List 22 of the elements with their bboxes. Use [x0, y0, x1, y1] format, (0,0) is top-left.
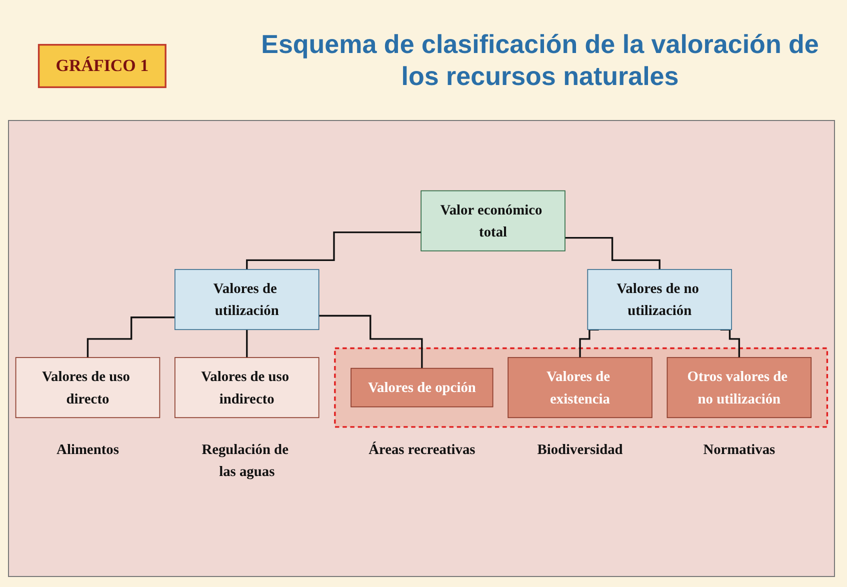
- node-box: [15, 357, 160, 418]
- panel-background: Valor económico total Valores de utilización Valores de no utilización Valores de uso directo Valores de uso indirecto Valores de opción Valores de existencia Otros valores de no utilización Alimentos Regulación de las aguas Áreas recreativas Biodiversidad Normativas: [8, 120, 835, 577]
- node-label: Regulación de las aguas: [202, 442, 288, 480]
- node-label: Áreas recreativas: [368, 442, 476, 458]
- connector: [318, 315, 423, 370]
- node-box: [174, 269, 320, 330]
- node-box: [587, 269, 732, 330]
- node-label: Normativas: [703, 442, 776, 458]
- node-box: GRÁFICO 1: [38, 44, 166, 88]
- node-label: Alimentos: [56, 442, 119, 458]
- connector: [246, 329, 248, 359]
- node-box: [508, 357, 652, 418]
- connector: [564, 237, 660, 271]
- cluster: [334, 348, 828, 428]
- title: Esquema de clasificación de la valoración de los recursos naturales: [260, 28, 820, 92]
- connector: [86, 316, 175, 359]
- node-box: [174, 357, 320, 418]
- node-box: [666, 357, 812, 418]
- node-label: Biodiversidad: [537, 442, 623, 458]
- connector: [246, 232, 422, 271]
- node-box: [420, 190, 566, 252]
- node-box: [350, 368, 494, 408]
